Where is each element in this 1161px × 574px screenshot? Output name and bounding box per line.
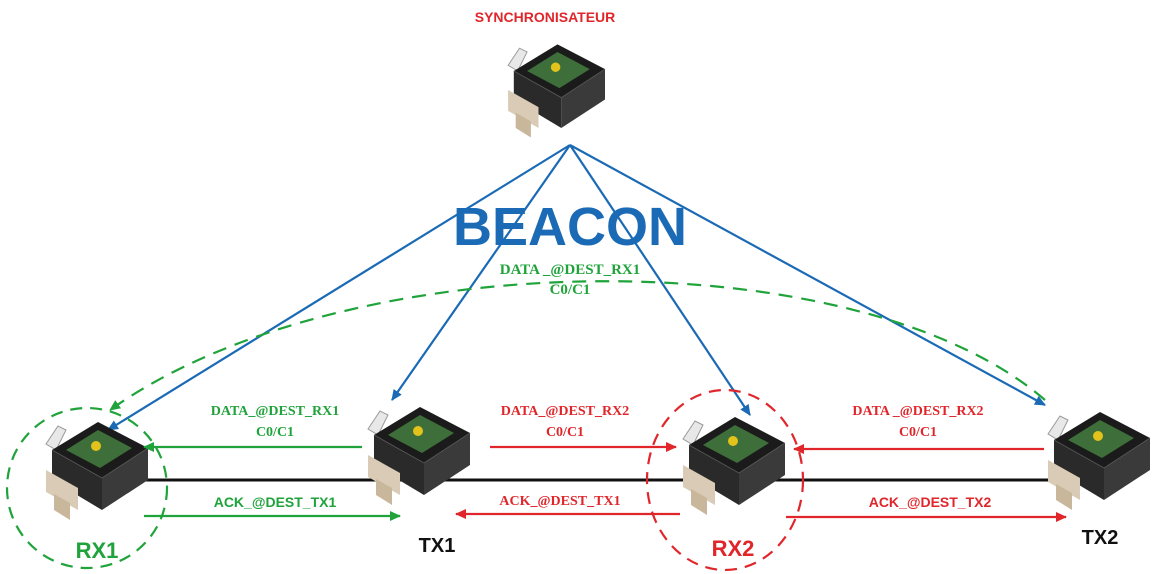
rx2-tx2-ack-label: ACK_@DEST_TX2 <box>869 494 992 510</box>
sync-device <box>507 43 606 138</box>
beacon-label: BEACON <box>453 197 687 257</box>
tx2-label: TX2 <box>1082 527 1119 549</box>
beacon-arrow-rx1 <box>107 144 571 431</box>
beacon-arrow-tx2 <box>569 144 1046 406</box>
tx1-rx2-channel-label: C0/C1 <box>546 425 584 440</box>
rx2-range-circle <box>645 388 805 572</box>
tx2-device <box>1047 411 1151 511</box>
tx1-device <box>367 406 471 506</box>
top-data-label: DATA _@DEST_RX1 <box>500 262 641 278</box>
rx1-range-circle <box>5 406 169 570</box>
tx1-rx1-data-label: DATA_@DEST_RX1 <box>211 404 339 419</box>
long-range-data-arc <box>109 280 1046 411</box>
beacon-arrow-rx2 <box>569 144 751 416</box>
synchronizer-title: SYNCHRONISATEUR <box>475 9 616 25</box>
rx2-tx1-ack-label: ACK_@DEST_TX1 <box>499 494 620 509</box>
rx2-device <box>682 416 786 516</box>
rx1-tx1-ack-label: ACK_@DEST_TX1 <box>214 494 337 510</box>
tx1-rx1-channel-label: C0/C1 <box>256 425 294 440</box>
rx1-label: RX1 <box>76 538 119 563</box>
tx2-rx2-data-label: DATA _@DEST_RX2 <box>852 404 983 419</box>
tx2-rx2-channel-label: C0/C1 <box>899 425 937 440</box>
rx1-device <box>45 421 149 521</box>
beacon-arrow-tx1 <box>391 144 571 401</box>
tx1-rx2-data-label: DATA_@DEST_RX2 <box>501 404 629 419</box>
tx1-label: TX1 <box>419 535 456 557</box>
rx2-label: RX2 <box>712 536 755 561</box>
top-channel-label: C0/C1 <box>550 282 591 298</box>
